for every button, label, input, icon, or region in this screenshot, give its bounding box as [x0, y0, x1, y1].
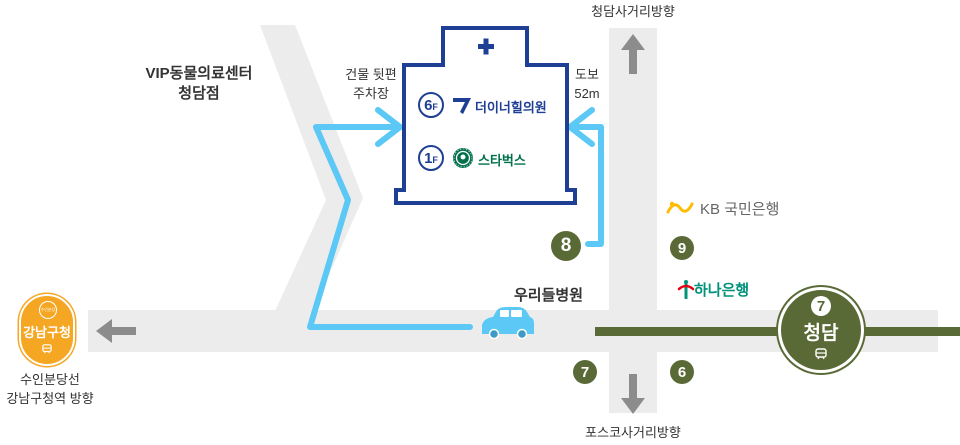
arrow-down-icon [621, 374, 645, 414]
arrow-up-icon [621, 34, 645, 74]
theinner-logo-icon [453, 98, 471, 114]
suin-bundang-badge: 수인분당 [39, 301, 57, 319]
diagonal-road [260, 25, 363, 322]
walk-distance-label: 도보 52m [574, 67, 600, 101]
kb-logo-icon [666, 201, 694, 214]
cheongdam-station-name: 청담 [803, 323, 839, 344]
hospital-cross-icon [478, 38, 494, 55]
vertical-road [609, 28, 657, 413]
south-direction-label: 포스코사거리방향 [585, 425, 681, 440]
walking-route [569, 124, 604, 247]
exit-6-badge: 6 [670, 360, 694, 384]
gangnam-gu-office-station-marker: 수인분당 강남구청 [19, 294, 75, 366]
driving-route-arrowhead [375, 107, 403, 147]
hana-logo-icon [677, 280, 695, 299]
subway-train-icon [815, 348, 827, 360]
arrow-left-icon [96, 319, 136, 343]
subway-line-7 [595, 327, 960, 336]
floor-6-tenant: 더이너힐의원 [475, 100, 547, 115]
floor-1-tenant: 스타벅스 [478, 153, 526, 168]
walking-route-arrowhead [567, 107, 595, 147]
north-direction-label: 청담사거리방향 [591, 4, 675, 19]
starbucks-logo-icon [453, 148, 473, 168]
woori-hospital-label: 우리들병원 [514, 287, 584, 304]
exit-7-badge: 7 [573, 360, 597, 384]
kb-bank-label: KB 국민은행 [700, 201, 780, 218]
exit-9-badge: 9 [670, 236, 694, 260]
exit-8-badge: 8 [551, 231, 581, 261]
line-7-number: 7 [811, 296, 831, 316]
cheongdam-station-marker: 7 청담 [778, 287, 864, 373]
car-icon [482, 307, 534, 340]
vip-center-label: VIP동물의료센터 청담점 [145, 65, 253, 102]
hana-bank-label: 하나은행 [694, 282, 750, 299]
parking-label: 건물 뒷편 주차장 [345, 67, 397, 101]
gangnam-gu-office-station-name: 강남구청 [23, 325, 71, 340]
driving-route [307, 124, 473, 330]
subway-train-icon [42, 344, 52, 354]
west-direction-label: 수인분당선 강남구청역 방향 [6, 372, 94, 406]
